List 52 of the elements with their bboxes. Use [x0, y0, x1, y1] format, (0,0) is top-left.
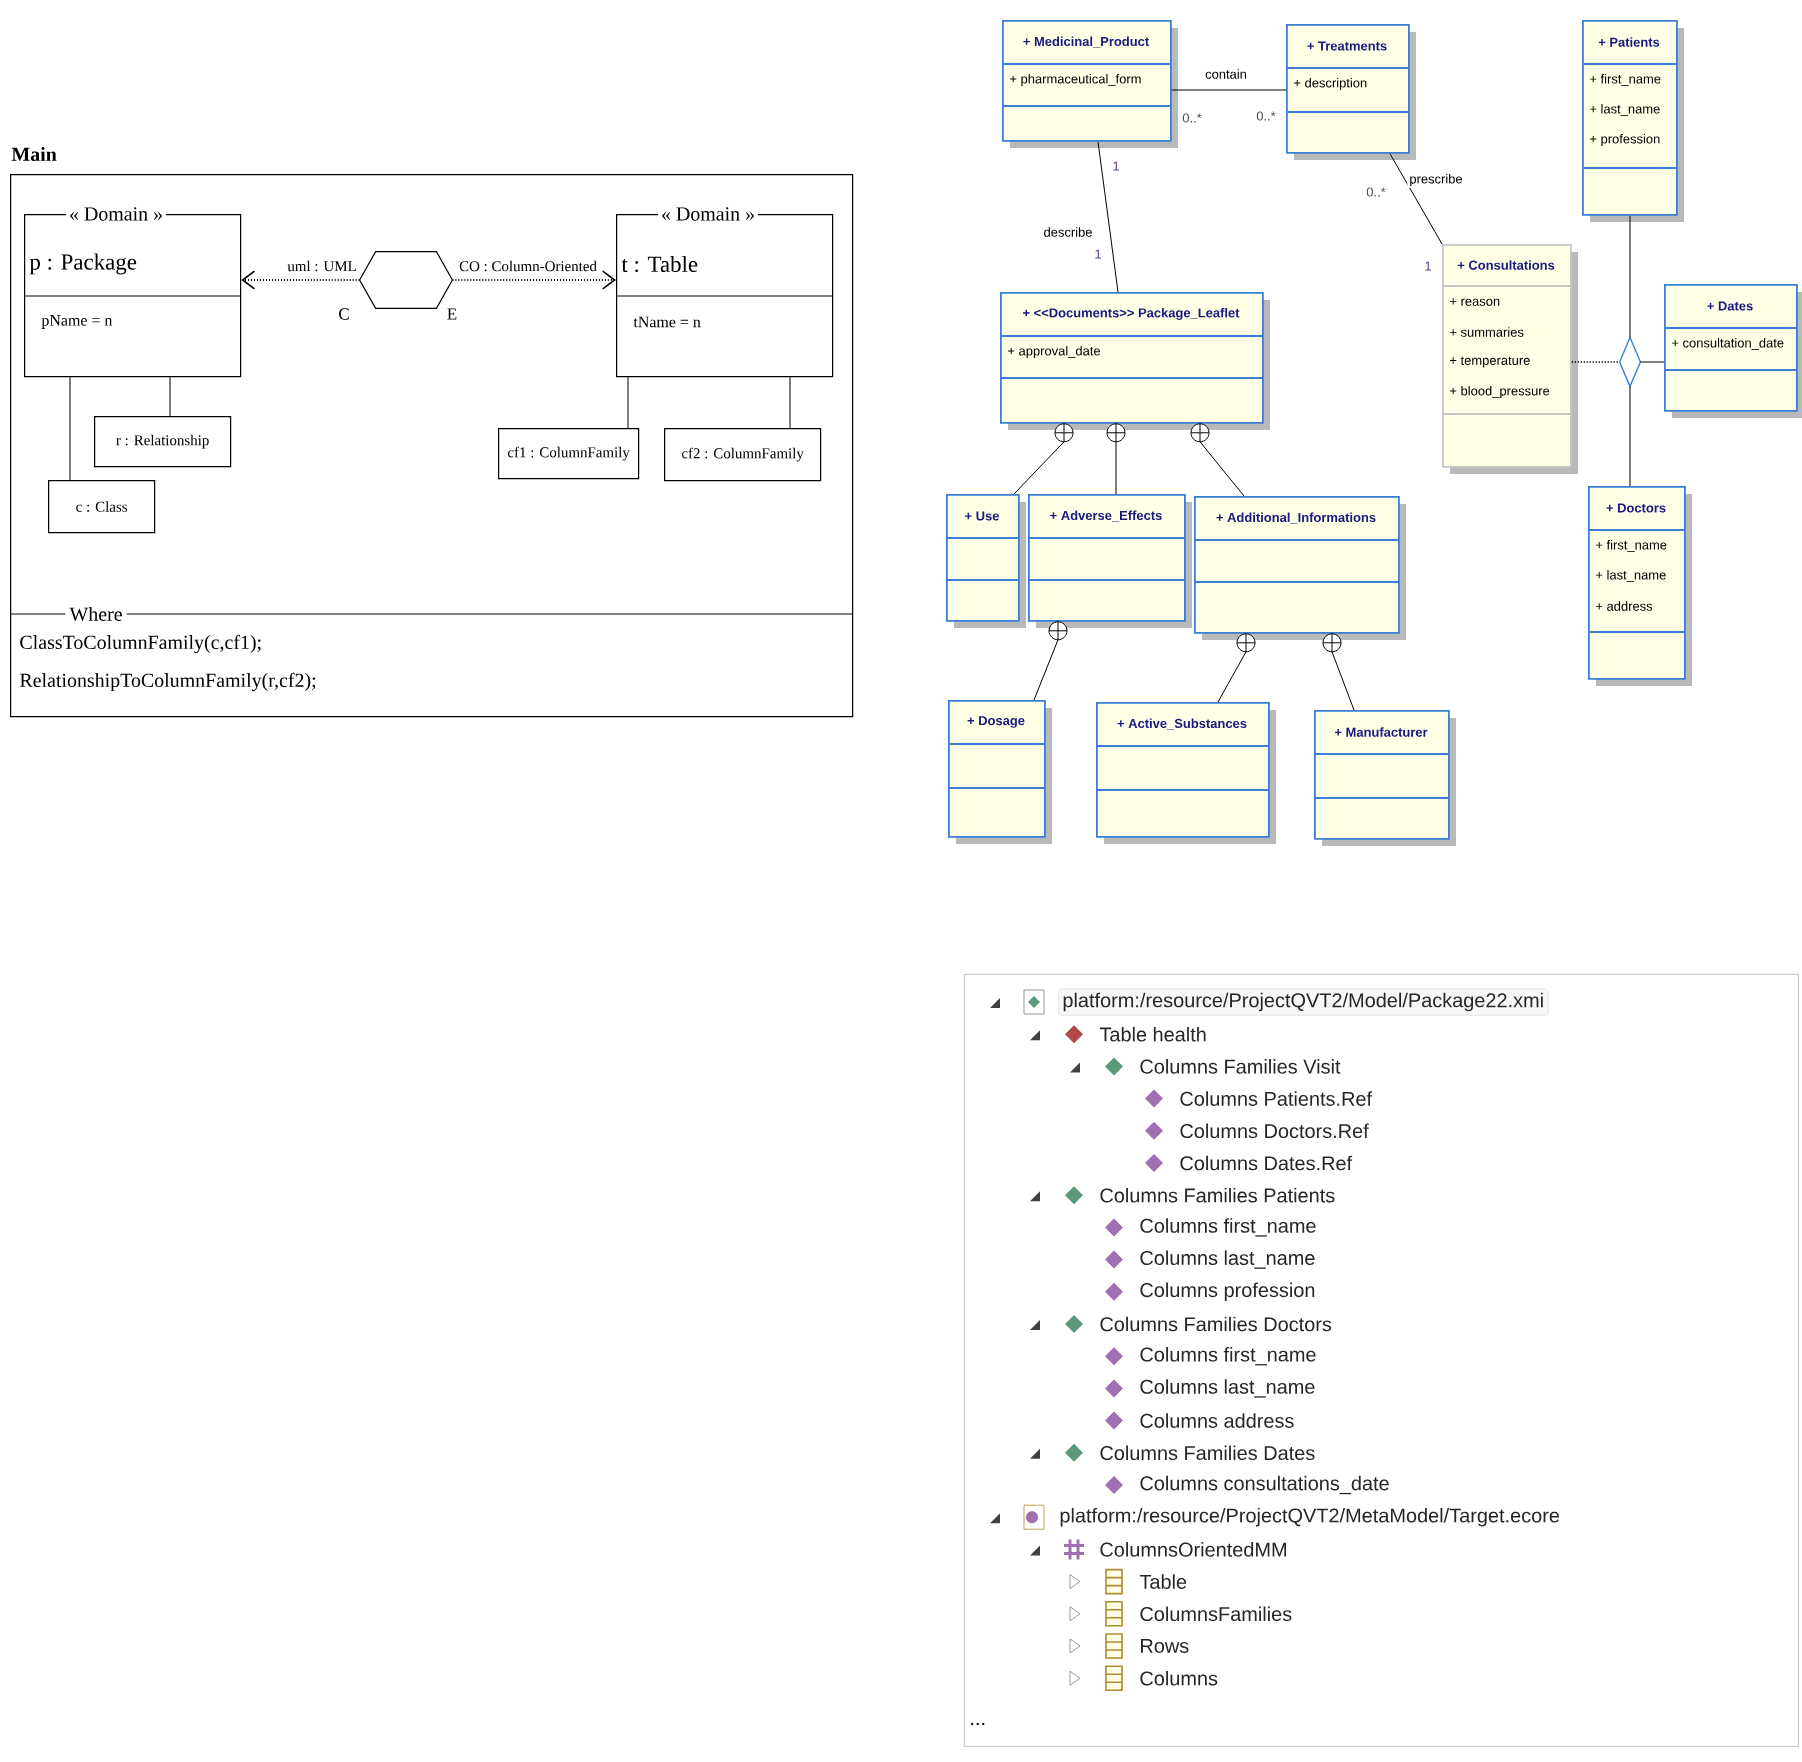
- composition-line: [1033, 621, 1068, 701]
- tree-item: Columns Families Visit: [1140, 1059, 1341, 1074]
- tree-item: Columns Families Dates: [1100, 1445, 1315, 1461]
- composition-line: [1217, 633, 1256, 703]
- composition-line: [1013, 423, 1074, 495]
- section-label: Where: [65, 602, 127, 626]
- tree-item: Columns: [1140, 1670, 1218, 1686]
- code-line: RelationshipToColumnFamily(r,cf2);: [19, 672, 316, 692]
- tree-item: Columns Patients.Ref: [1180, 1091, 1373, 1106]
- ellipsis-text: ...: [971, 1722, 985, 1726]
- tree-item: Columns last_name: [1140, 1250, 1315, 1269]
- connector-line: [627, 376, 629, 429]
- connector-line: [69, 376, 71, 481]
- tree-item: Columns first_name: [1140, 1347, 1316, 1366]
- connector-line: [1629, 215, 1631, 339]
- tree-item: Table health: [1099, 1026, 1206, 1042]
- tree-item: Columns profession: [1140, 1282, 1315, 1302]
- code-line: ClassToColumnFamily(c,cf1);: [20, 634, 261, 654]
- stereotype-label: « Domain »: [658, 204, 759, 224]
- frame-title: Main: [11, 146, 57, 161]
- tree-item: Columns Doctors.Ref: [1180, 1123, 1369, 1139]
- tree-item: Rows: [1141, 1639, 1189, 1653]
- stereotype-label: « Domain »: [66, 204, 167, 224]
- tree-item: Columns Dates.Ref: [1180, 1155, 1353, 1171]
- tree-item: platform:/resource/ProjectQVT2/MetaModel/Target.ecore: [1060, 1507, 1560, 1527]
- connector-line: [789, 376, 791, 429]
- connector-line: [1097, 141, 1119, 293]
- connector-line: [1389, 153, 1443, 245]
- end-letter: C: [339, 308, 349, 320]
- connector-line: [1171, 89, 1287, 91]
- connector-line: [1629, 385, 1631, 487]
- connector-line: [1570, 361, 1621, 363]
- tree-item: Columns address: [1140, 1413, 1294, 1428]
- tree-item: Columns Families Doctors: [1100, 1316, 1332, 1332]
- tree-item: platform:/resource/ProjectQVT2/Model/Package22.xmi: [1058, 988, 1549, 1016]
- tree-item: Table: [1139, 1574, 1187, 1589]
- tree-item: Columns consultations_date: [1140, 1475, 1389, 1495]
- domain-title: p : Package: [29, 253, 137, 275]
- tree-item: Columns last_name: [1140, 1379, 1315, 1398]
- tree-item: Columns Families Patients: [1100, 1187, 1335, 1203]
- connector-line: [1639, 361, 1665, 363]
- tree-item: ColumnsOrientedMM: [1100, 1542, 1286, 1557]
- end-letter: E: [447, 308, 457, 320]
- composition-line: [1190, 423, 1245, 497]
- domain-title: t : Table: [621, 255, 698, 273]
- arrow: [451, 270, 616, 290]
- composition-line: [1322, 633, 1355, 711]
- tree-item: ColumnsFamilies: [1140, 1606, 1292, 1622]
- tree-item: Columns first_name: [1140, 1218, 1316, 1237]
- connector-line: [169, 376, 171, 417]
- composition-line: [1106, 423, 1126, 495]
- arrow: [241, 270, 361, 290]
